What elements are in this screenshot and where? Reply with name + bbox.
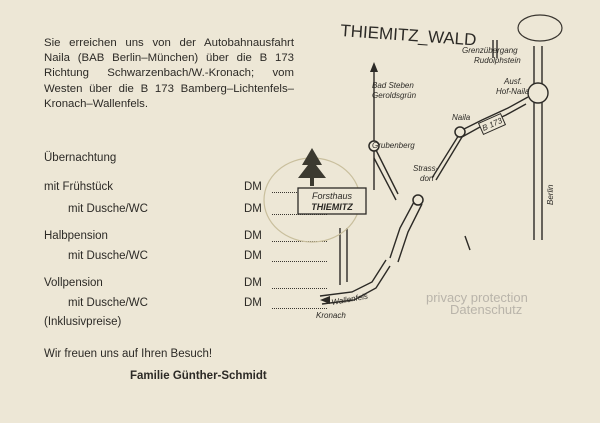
naila-label: Naila bbox=[452, 113, 471, 122]
rate-label: Halbpension bbox=[44, 230, 108, 242]
rate-row: mit Dusche/WC DM bbox=[44, 250, 327, 264]
rates-title: Übernachtung bbox=[44, 152, 117, 164]
thiemitz-label: THIEMITZ bbox=[311, 202, 353, 212]
price-blank bbox=[272, 241, 327, 242]
interchange-marker bbox=[527, 82, 549, 104]
road-naila-strassdorf bbox=[431, 129, 463, 179]
road-wallenfels bbox=[389, 199, 416, 259]
town-marker bbox=[454, 126, 466, 138]
forsthaus-label: Forsthaus bbox=[312, 191, 353, 201]
road-segment bbox=[464, 235, 471, 251]
price-blank bbox=[272, 261, 327, 262]
arrow-north-icon bbox=[370, 62, 378, 72]
handwritten-circle bbox=[517, 14, 563, 42]
rate-row: Halbpension DM bbox=[44, 230, 327, 244]
town-marker bbox=[412, 194, 424, 206]
grubenberg-label: Grubenberg bbox=[372, 141, 415, 150]
rate-label: mit Dusche/WC bbox=[68, 250, 148, 262]
tree-icon bbox=[298, 148, 326, 186]
dorf-label: dorf bbox=[420, 174, 435, 183]
strass-label: Strass- bbox=[413, 164, 439, 173]
berlin-label: Berlin bbox=[546, 184, 555, 205]
rate-currency: DM bbox=[244, 230, 262, 242]
rate-label: mit Dusche/WC bbox=[68, 297, 148, 309]
rudolphstein-label: Rudolphstein bbox=[474, 56, 521, 65]
rate-row: mit Dusche/WC DM bbox=[44, 297, 327, 311]
road-grubenberg bbox=[373, 145, 399, 195]
inclusive-note: (Inklusivpreise) bbox=[44, 316, 122, 328]
rate-row: Vollpension DM bbox=[44, 277, 327, 291]
road-grubenberg bbox=[373, 157, 397, 201]
handwritten-title: THIEMITZ_WALD bbox=[340, 21, 477, 49]
rate-currency: DM bbox=[244, 250, 262, 262]
watermark-line1: privacy protection bbox=[426, 290, 528, 305]
b173-sign bbox=[477, 112, 507, 136]
town-marker bbox=[368, 140, 380, 152]
route-map: Forsthaus THIEMITZ B 173 Bad Steben Gero… bbox=[263, 14, 563, 320]
watermark-line2: Datenschutz bbox=[450, 302, 523, 317]
rate-currency: DM bbox=[244, 277, 262, 289]
ausf-label: Ausf. bbox=[503, 77, 522, 86]
price-blank bbox=[272, 288, 327, 289]
rate-currency: DM bbox=[244, 181, 262, 193]
directions-text: Sie erreichen uns von der Autobahnausfah… bbox=[44, 37, 294, 110]
arrow-west-icon bbox=[320, 296, 330, 304]
grenzubergang-label: Grenzübergang bbox=[462, 46, 518, 55]
road-b173 bbox=[461, 96, 529, 131]
hof-naila-label: Hof-Naila bbox=[496, 87, 530, 96]
bad-steben-label: Bad Steben bbox=[372, 81, 414, 90]
rate-currency: DM bbox=[244, 297, 262, 309]
forsthaus-box bbox=[297, 187, 367, 215]
road-naila-strassdorf bbox=[435, 136, 463, 181]
road-wallenfels bbox=[397, 203, 423, 263]
road-wallenfels bbox=[319, 259, 387, 297]
kronach-label: Kronach bbox=[316, 311, 346, 320]
rate-label: Vollpension bbox=[44, 277, 103, 289]
rate-label: mit Frühstück bbox=[44, 181, 114, 193]
price-blank bbox=[272, 308, 327, 309]
geroldsgruen-label: Geroldsgrün bbox=[372, 91, 417, 100]
rate-currency: DM bbox=[244, 203, 262, 215]
road-wallenfels bbox=[321, 265, 391, 305]
rate-label: mit Dusche/WC bbox=[68, 203, 148, 215]
closing-text: Wir freuen uns auf Ihren Besuch! bbox=[44, 348, 213, 360]
family-name: Familie Günther-Schmidt bbox=[130, 370, 267, 382]
